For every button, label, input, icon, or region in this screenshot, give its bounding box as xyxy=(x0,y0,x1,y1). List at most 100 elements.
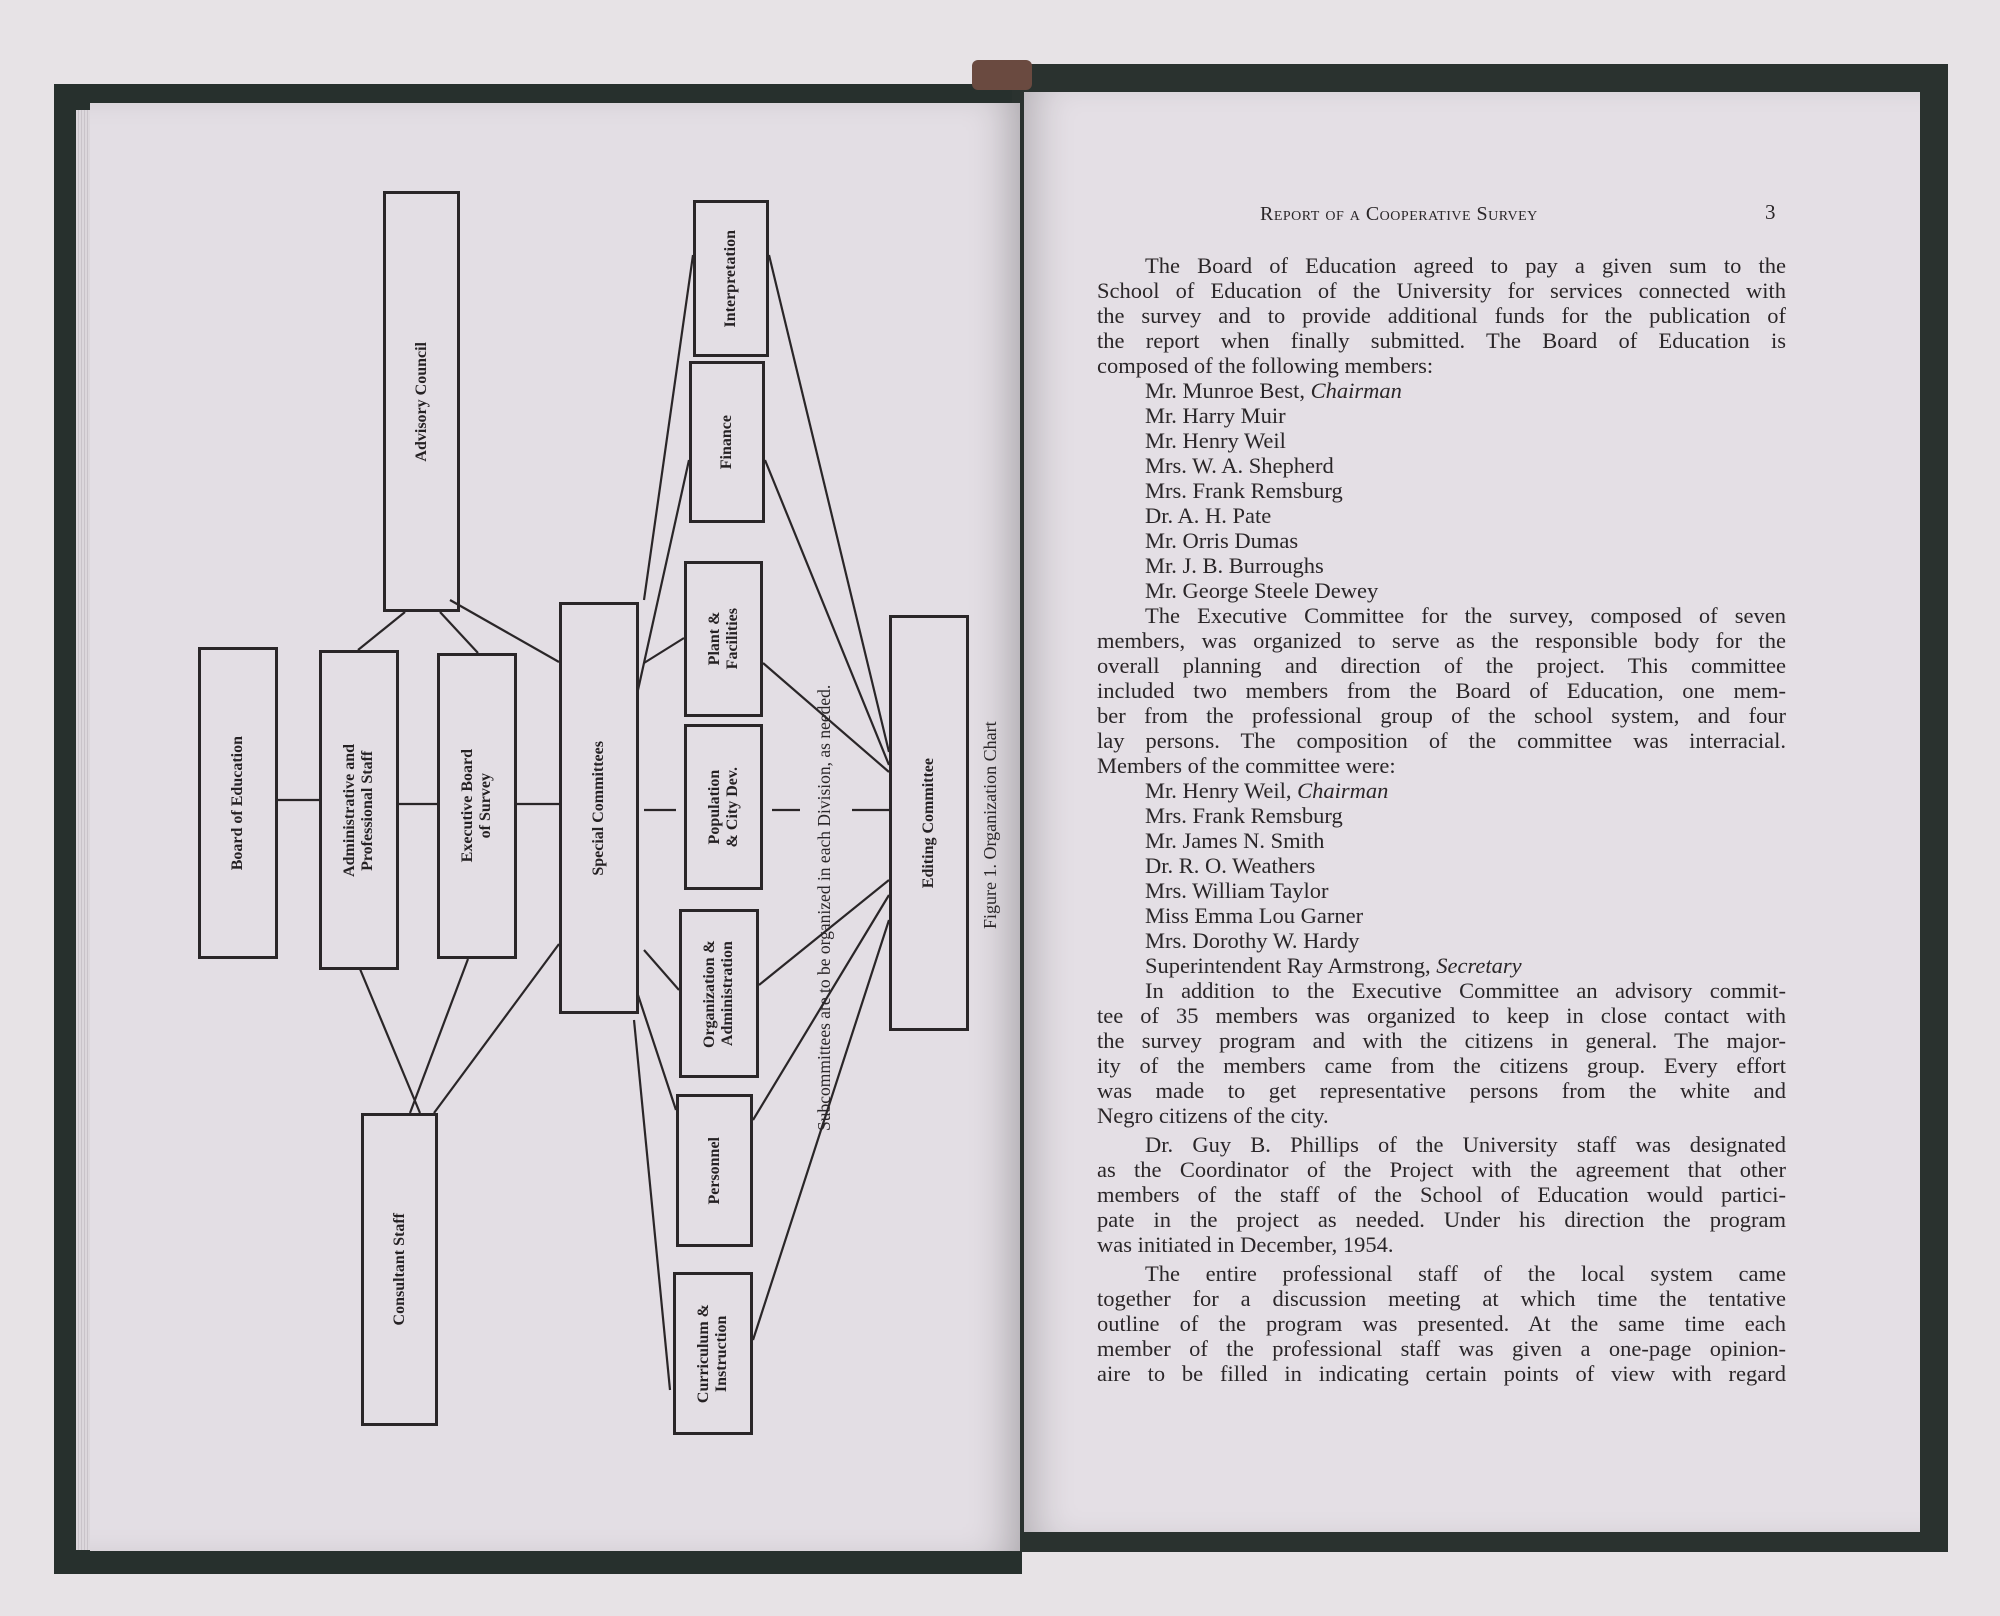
text-line: the report when finally submitted. The B… xyxy=(1097,328,1786,353)
member-name: Dr. R. O. Weathers xyxy=(1145,853,1316,878)
text-line: member of the professional staff was giv… xyxy=(1097,1336,1786,1361)
page-edges xyxy=(76,110,92,1550)
box-personnel: Personnel xyxy=(676,1094,753,1247)
text-line: The entire professional staff of the loc… xyxy=(1145,1261,1786,1286)
box-organization-administration: Organization & Administration xyxy=(679,909,759,1078)
connector xyxy=(439,611,479,654)
connector xyxy=(636,459,691,691)
member-item: Dr. R. O. Weathers xyxy=(1097,853,1786,878)
text-line: composed of the following members: xyxy=(1097,353,1434,378)
member-item: Mr. Henry Weil, Chairman xyxy=(1097,778,1786,803)
connector xyxy=(642,254,695,601)
connector xyxy=(408,958,470,1114)
text-line: The Executive Committee for the survey, … xyxy=(1145,603,1786,628)
paragraph: The Executive Committee for the survey, … xyxy=(1097,603,1786,778)
text-line: as the Coordinator of the Project with t… xyxy=(1097,1157,1786,1182)
connector xyxy=(357,611,406,651)
subcommittees-note: Subcommittees are to be organized in eac… xyxy=(814,684,834,1131)
text-line: together for a discussion meeting at whi… xyxy=(1097,1286,1786,1311)
box-board-of-education: Board of Education xyxy=(198,647,278,959)
text-line: Members of the committee were: xyxy=(1097,753,1396,778)
member-item: Mr. George Steele Dewey xyxy=(1097,578,1786,603)
connector xyxy=(636,994,678,1111)
member-name: Mr. Henry Weil xyxy=(1145,428,1286,453)
member-item: Mrs. Frank Remsburg xyxy=(1097,803,1786,828)
paragraph: The Board of Education agreed to pay a g… xyxy=(1097,253,1786,378)
text-line: was initiated in December, 1954. xyxy=(1097,1232,1394,1257)
box-label: Curriculum & Instruction xyxy=(695,1303,730,1404)
connector xyxy=(449,599,560,663)
box-administrative-staff: Administrative and Professional Staff xyxy=(319,650,399,970)
box-special-committees: Special Committees xyxy=(559,602,639,1014)
figure-caption: Figure 1. Organization Chart xyxy=(980,721,1000,929)
box-finance: Finance xyxy=(689,361,765,523)
text-line: outline of the program was presented. At… xyxy=(1097,1311,1786,1336)
book-spine xyxy=(972,60,1032,90)
box-advisory-council: Advisory Council xyxy=(383,191,460,612)
connector xyxy=(632,1019,672,1391)
left-page xyxy=(90,103,1020,1551)
box-label: Special Committees xyxy=(590,740,607,876)
connector xyxy=(751,919,891,1341)
text-line: lay persons. The composition of the comm… xyxy=(1097,728,1786,753)
member-item: Miss Emma Lou Garner xyxy=(1097,903,1786,928)
text-line: pate in the project as needed. Under his… xyxy=(1097,1207,1786,1232)
paragraph: In addition to the Executive Committee a… xyxy=(1097,978,1786,1128)
box-plant-facilities: Plant & Facilities xyxy=(684,561,763,717)
connector xyxy=(643,637,685,664)
member-role: Chairman xyxy=(1310,378,1402,403)
member-name: Mrs. William Taylor xyxy=(1145,878,1329,903)
box-label: Editing Committee xyxy=(920,757,937,889)
text-line: overall planning and direction of the pr… xyxy=(1097,653,1786,678)
member-name: Mr. J. B. Burroughs xyxy=(1145,553,1324,578)
box-label: Interpretation xyxy=(722,229,739,328)
connector xyxy=(763,459,891,766)
connector xyxy=(752,894,890,1121)
body-text: The Board of Education agreed to pay a g… xyxy=(1097,253,1786,1386)
member-item: Mr. Henry Weil xyxy=(1097,428,1786,453)
connector xyxy=(762,662,890,773)
member-name: Mr. James N. Smith xyxy=(1145,828,1325,853)
text-line: members of the staff of the School of Ed… xyxy=(1097,1182,1786,1207)
member-name: Miss Emma Lou Garner xyxy=(1145,903,1364,928)
member-name: Mr. George Steele Dewey xyxy=(1145,578,1379,603)
text-line: ber from the professional group of the s… xyxy=(1097,703,1786,728)
text-line: included two members from the Board of E… xyxy=(1097,678,1786,703)
member-item: Mr. Munroe Best, Chairman xyxy=(1097,378,1786,403)
connector xyxy=(767,254,891,753)
member-item: Superintendent Ray Armstrong, Secretary xyxy=(1097,953,1786,978)
member-item: Mrs. Dorothy W. Hardy xyxy=(1097,928,1786,953)
box-curriculum-instruction: Curriculum & Instruction xyxy=(673,1272,753,1435)
text-line: aire to be filled in indicating certain … xyxy=(1097,1361,1786,1386)
box-label: Executive Board of Survey xyxy=(459,749,494,863)
member-name: Mrs. Dorothy W. Hardy xyxy=(1145,928,1360,953)
text-line: was made to get representative persons f… xyxy=(1097,1078,1786,1103)
text-line: the survey program and with the citizens… xyxy=(1097,1028,1786,1053)
text-line: tee of 35 members was organized to keep … xyxy=(1097,1003,1786,1028)
box-label: Personnel xyxy=(705,1136,723,1205)
member-item: Mr. Harry Muir xyxy=(1097,403,1786,428)
paragraph: Dr. Guy B. Phillips of the University st… xyxy=(1097,1132,1786,1257)
box-label: Consultant Staff xyxy=(390,1213,408,1326)
connector xyxy=(358,968,422,1114)
member-name: Mrs. Frank Remsburg xyxy=(1145,478,1343,503)
page-number: 3 xyxy=(1765,200,1776,224)
member-name: Mr. Henry Weil, xyxy=(1145,778,1298,803)
box-label: Plant & Facilities xyxy=(705,608,741,670)
box-consultant-staff: Consultant Staff xyxy=(361,1113,438,1426)
box-label: Administrative and Professional Staff xyxy=(341,743,376,877)
member-item: Mrs. Frank Remsburg xyxy=(1097,478,1786,503)
member-name: Mrs. Frank Remsburg xyxy=(1145,803,1343,828)
member-role: Secretary xyxy=(1436,953,1522,978)
text-line: Negro citizens of the city. xyxy=(1097,1103,1329,1128)
member-item: Mrs. William Taylor xyxy=(1097,878,1786,903)
member-item: Mrs. W. A. Shepherd xyxy=(1097,453,1786,478)
member-item: Mr. J. B. Burroughs xyxy=(1097,553,1786,578)
member-name: Mr. Harry Muir xyxy=(1145,403,1286,428)
member-item: Mr. James N. Smith xyxy=(1097,828,1786,853)
box-executive-board: Executive Board of Survey xyxy=(437,653,517,959)
text-line: ity of the members came from the citizen… xyxy=(1097,1053,1786,1078)
box-label: Organization & Administration xyxy=(701,939,736,1048)
